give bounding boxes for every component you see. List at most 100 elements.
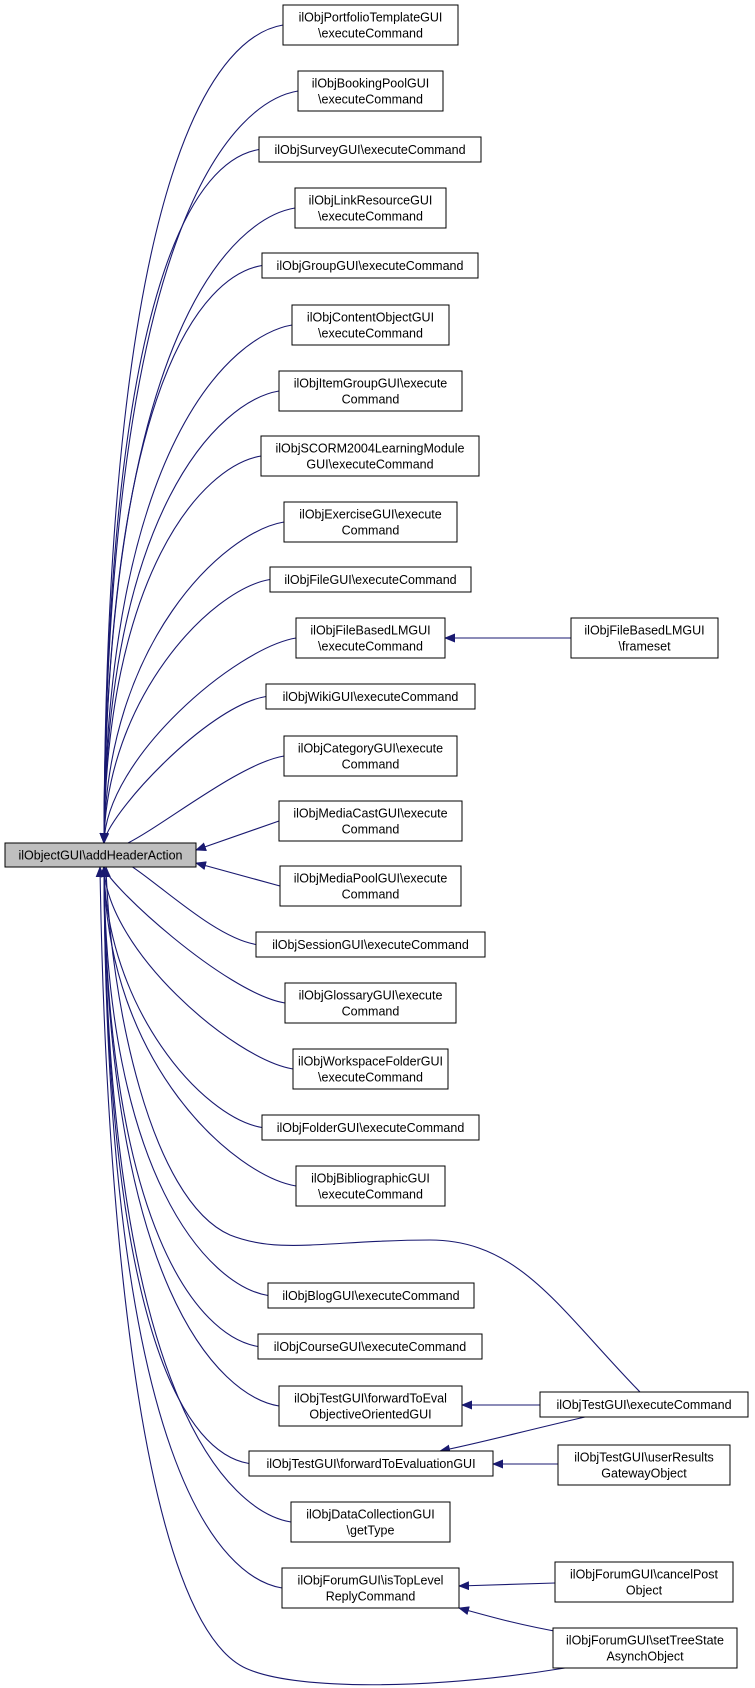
node-label: ilObjWikiGUI\executeCommand: [283, 690, 459, 704]
node-box: [265, 683, 476, 710]
node-box: [554, 1561, 734, 1603]
node-box: [539, 1391, 749, 1418]
node-test_fwd_eval[interactable]: ilObjTestGUI\forwardToEvaluationGUI: [248, 1450, 494, 1477]
node-datacollection[interactable]: ilObjDataCollectionGUI\getType: [290, 1501, 451, 1543]
node-label: ilObjGlossaryGUI\execute: [299, 989, 443, 1003]
edge-mediapool-to-root: [195, 861, 281, 887]
node-box: [261, 252, 479, 279]
node-session[interactable]: ilObjSessionGUI\executeCommand: [255, 931, 486, 958]
node-label: ilObjForumGUI\isTopLevel: [298, 1574, 444, 1588]
edge-group-to-root: [99, 264, 263, 844]
edge-portfolio-to-root: [99, 24, 284, 844]
node-label: ilObjBlogGUI\executeCommand: [282, 1289, 459, 1303]
node-label: ilObjSessionGUI\executeCommand: [272, 938, 469, 952]
node-label: \executeCommand: [318, 327, 423, 341]
node-bibliographic[interactable]: ilObjBibliographicGUI\executeCommand: [295, 1165, 446, 1207]
node-file[interactable]: ilObjFileGUI\executeCommand: [269, 566, 472, 593]
node-contentobject[interactable]: ilObjContentObjectGUI\executeCommand: [291, 304, 450, 346]
node-label: ilObjForumGUI\setTreeState: [566, 1634, 724, 1648]
edge-test_fwd_eval-to-root: [99, 866, 250, 1465]
edge-scorm2004-to-root: [99, 455, 262, 844]
edge-course-to-root: [99, 866, 259, 1348]
node-box: [269, 566, 472, 593]
node-glossary[interactable]: ilObjGlossaryGUI\executeCommand: [284, 982, 457, 1024]
node-label: AsynchObject: [606, 1650, 684, 1664]
node-filebasedlm[interactable]: ilObjFileBasedLMGUI \executeCommand: [295, 617, 446, 659]
node-label: \executeCommand: [318, 27, 423, 41]
node-itemgroup[interactable]: ilObjItemGroupGUI\executeCommand: [278, 370, 463, 412]
node-root[interactable]: ilObjectGUI\addHeaderAction: [4, 842, 197, 868]
node-exercise[interactable]: ilObjExerciseGUI\executeCommand: [283, 501, 458, 543]
node-label: ilObjFileGUI\executeCommand: [284, 573, 456, 587]
node-label: Command: [342, 888, 400, 902]
node-bookingpool[interactable]: ilObjBookingPoolGUI\executeCommand: [297, 70, 444, 112]
node-label: \executeCommand: [318, 210, 423, 224]
edge-datacollection-to-root: [99, 866, 292, 1523]
node-label: ilObjForumGUI\cancelPost: [570, 1568, 718, 1582]
node-filebasedlm_frameset[interactable]: ilObjFileBasedLMGUI\frameset: [570, 617, 719, 659]
node-box: [4, 842, 197, 868]
node-label: ObjectiveOrientedGUI: [309, 1408, 431, 1422]
edge-test_execute-to-test_fwd_eval: [439, 1416, 586, 1454]
node-label: ilObjSCORM2004LearningModule: [276, 442, 465, 456]
node-box: [291, 304, 450, 346]
node-workspacefolder[interactable]: ilObjWorkspaceFolderGUI \executeCommand: [292, 1048, 449, 1090]
node-scorm2004[interactable]: ilObjSCORM2004LearningModuleGUI\executeC…: [260, 435, 480, 477]
node-mediapool[interactable]: ilObjMediaPoolGUI\executeCommand: [279, 865, 462, 907]
node-label: GatewayObject: [601, 1467, 687, 1481]
node-box: [248, 1450, 494, 1477]
node-label: \executeCommand: [318, 640, 423, 654]
node-label: ilObjFileBasedLMGUI: [310, 624, 430, 638]
edge-filebasedlm-to-root: [99, 637, 297, 844]
node-box: [295, 617, 446, 659]
node-label: \executeCommand: [318, 93, 423, 107]
node-category[interactable]: ilObjCategoryGUI\executeCommand: [283, 735, 458, 777]
node-label: ilObjLinkResourceGUI: [309, 194, 433, 208]
node-label: Command: [342, 1005, 400, 1019]
node-box: [557, 1444, 731, 1486]
node-wiki[interactable]: ilObjWikiGUI\executeCommand: [265, 683, 476, 710]
node-label: ilObjBibliographicGUI: [311, 1172, 430, 1186]
node-blog[interactable]: ilObjBlogGUI\executeCommand: [267, 1282, 475, 1309]
node-label: Object: [626, 1584, 663, 1598]
node-survey[interactable]: ilObjSurveyGUI\executeCommand: [258, 136, 482, 163]
edge-test_fwd_objective-to-root: [99, 866, 280, 1407]
edge-survey-to-root: [99, 148, 260, 844]
node-box: [552, 1627, 738, 1669]
node-box: [257, 1333, 483, 1360]
node-linkresource[interactable]: ilObjLinkResourceGUI \executeCommand: [294, 187, 447, 229]
edge-file-to-root: [99, 578, 271, 844]
node-box: [279, 865, 462, 907]
node-box: [570, 617, 719, 659]
edge-forum_cancelpost-to-forum_istoplevel: [458, 1581, 556, 1591]
edge-blog-to-root: [99, 866, 269, 1297]
node-mediacast[interactable]: ilObjMediaCastGUI\executeCommand: [278, 800, 463, 842]
node-group[interactable]: ilObjGroupGUI\executeCommand: [261, 252, 479, 279]
node-label: Command: [342, 524, 400, 538]
node-label: \executeCommand: [318, 1071, 423, 1085]
node-label: ilObjWorkspaceFolderGUI: [298, 1055, 443, 1069]
node-box: [278, 1385, 463, 1427]
node-box: [258, 136, 482, 163]
node-folder[interactable]: ilObjFolderGUI\executeCommand: [261, 1114, 480, 1141]
node-box: [260, 435, 480, 477]
node-box: [282, 4, 459, 46]
nodes: ilObjectGUI\addHeaderAction ilObjPortfoli…: [4, 4, 749, 1669]
node-test_fwd_objective[interactable]: ilObjTestGUI\forwardToEvalObjectiveOrien…: [278, 1385, 463, 1427]
node-portfolio[interactable]: ilObjPortfolioTemplateGUI \executeCommand: [282, 4, 459, 46]
node-box: [294, 187, 447, 229]
edge-forum_istoplevel-to-root: [99, 866, 283, 1589]
node-box: [267, 1282, 475, 1309]
edge-bookingpool-to-root: [99, 90, 299, 844]
node-label: ilObjPortfolioTemplateGUI: [299, 11, 443, 25]
node-test_execute[interactable]: ilObjTestGUI\executeCommand: [539, 1391, 749, 1418]
node-box: [297, 70, 444, 112]
edge-mediacast-to-root: [195, 820, 280, 851]
node-course[interactable]: ilObjCourseGUI\executeCommand: [257, 1333, 483, 1360]
edge-exercise-to-root: [99, 521, 285, 844]
node-box: [283, 501, 458, 543]
